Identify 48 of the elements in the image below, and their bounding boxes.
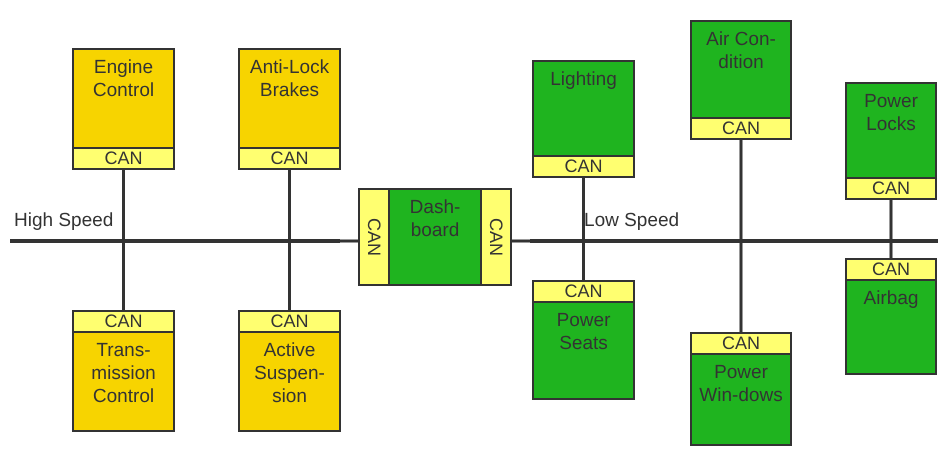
can-interface-box: CAN (692, 334, 790, 355)
can-interface-box: CAN (692, 117, 790, 138)
bus-connector (890, 198, 892, 239)
bus-connector (288, 243, 291, 312)
control-unit-box (690, 20, 792, 140)
control-unit-box (238, 310, 341, 432)
control-unit-box (72, 48, 175, 170)
unit-label: Power Seats (556, 309, 612, 356)
can-interface-box: CAN (534, 282, 633, 303)
control-unit-box (238, 48, 341, 170)
control-unit-box (845, 258, 937, 375)
control-unit-box (358, 188, 512, 286)
control-unit-box (72, 310, 175, 432)
can-interface-box: CAN (847, 260, 935, 281)
can-interface-box: CAN (480, 190, 510, 284)
unit-label: Air Con-dition (705, 28, 777, 75)
bus-connector (288, 168, 291, 239)
bus-connector (122, 243, 125, 312)
unit-label: Engine Control (92, 56, 156, 103)
bus-connector (740, 243, 742, 334)
bus-connector (510, 240, 530, 242)
unit-label: Active Suspen-sion (253, 339, 326, 409)
bus-connector (740, 138, 742, 239)
can-interface-box: CAN (240, 312, 339, 333)
can-interface-box: CAN (360, 190, 390, 284)
unit-label: Power Win-dows (698, 361, 784, 408)
unit-label: Lighting (549, 68, 618, 92)
unit-label: Airbag (862, 287, 920, 311)
bus-connector (122, 168, 125, 239)
bus-connector (582, 243, 585, 282)
unit-label: Dash-board (408, 196, 462, 243)
can-interface-box: CAN (74, 147, 173, 168)
bus-connector (582, 176, 585, 239)
unit-label: Power Locks (863, 90, 919, 137)
can-interface-box: CAN (534, 155, 633, 176)
bus-label: High Speed (14, 210, 114, 232)
control-unit-box (532, 280, 635, 400)
bus-connector (890, 243, 892, 260)
can-interface-box: CAN (74, 312, 173, 333)
bus-label: Low Speed (584, 210, 680, 232)
unit-label: Trans-mission Control (90, 339, 157, 409)
bus-connector (340, 240, 360, 242)
control-unit-box (845, 82, 937, 200)
control-unit-box (690, 332, 792, 446)
can-interface-box: CAN (240, 147, 339, 168)
control-unit-box (532, 60, 635, 178)
unit-label: Anti-Lock Brakes (248, 56, 330, 103)
can-interface-box: CAN (847, 177, 935, 198)
